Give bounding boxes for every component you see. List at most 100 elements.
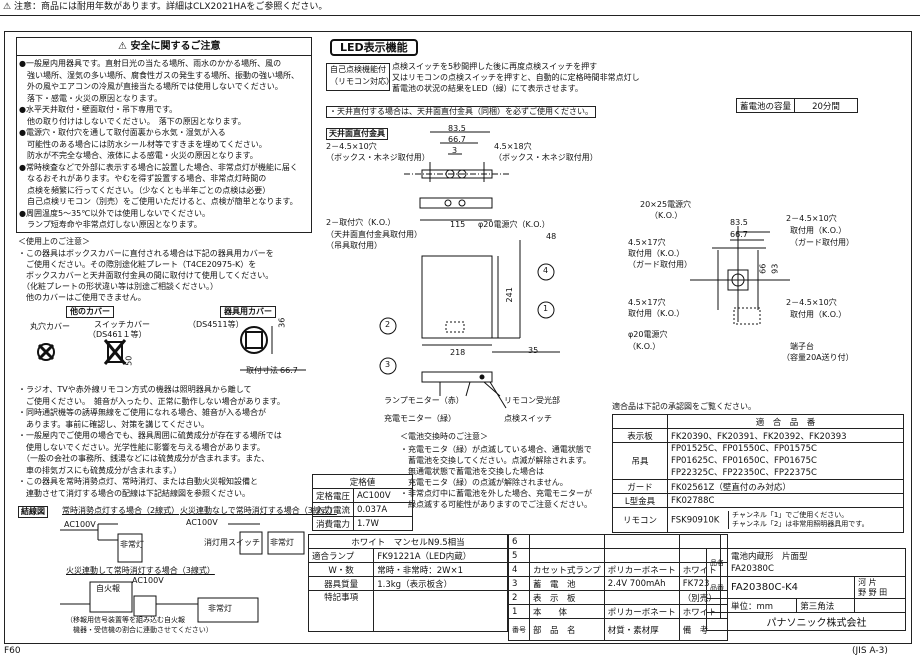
approval-3: 片: [868, 577, 877, 587]
remote-receiver-label: リモコン受光部: [504, 396, 560, 405]
parts-header-material: 材質・素材厚: [603, 618, 680, 641]
parts-cell: 3: [508, 576, 530, 591]
approval-4: 野: [868, 587, 877, 597]
header-rule: [0, 15, 920, 16]
self-test-line2: （リモコン対応）: [330, 77, 394, 86]
parts-row: 5: [508, 548, 728, 563]
text-line: 充電モニタ（緑）の点滅が解除されません。: [400, 478, 568, 487]
text-line: ●一般屋内用器具です。直射日光の当たる場所、雨水のかかる場所、風の: [19, 59, 282, 68]
wiring-diagram-3: [60, 581, 259, 623]
text-line: ●常時検査などで外部に表示する場合に設置した場合、非常点灯が機能に届く: [19, 162, 298, 172]
wiring-1-title: 常時消勢点灯する場合（2線式）: [62, 506, 180, 515]
compat-label: リモコン: [612, 507, 668, 533]
header-notice-text: 注意：商品には耐用年数があります。詳細はCLX2021HAをご参照ください。: [13, 2, 328, 12]
text-line: ・一般屋内でご使用の場合でも、器具周囲に硫黄成分が存在する場所では: [18, 431, 282, 440]
rd-hole-3: 4.5×17穴: [628, 238, 666, 247]
text-line: ●電源穴・取付穴を通して取付面裏から水気・湿気が入る: [19, 128, 226, 137]
text-line: ●水平天井取付・壁面取付・吊下専用です。: [19, 105, 178, 114]
radio-notes: ・ラジオ、TVや赤外線リモコン方式の機器は照明器具から離して ご使用ください。 …: [18, 384, 285, 499]
text-line: ・同時通訳機等の誘導無線をご使用になれる場合、雑音が入る場合が: [18, 408, 266, 417]
frame-bottom: [4, 643, 912, 644]
charge-notes-title: ＜電池交換時のご注意＞: [400, 432, 488, 441]
power-hole-label: φ20電源穴（K.O.）: [478, 220, 550, 229]
ac100v-3: AC100V: [132, 576, 164, 585]
mount-bracket-label: 天井面直付金具: [326, 128, 388, 140]
dim-48: 48: [546, 232, 557, 241]
text-line: 蓄電池を交換してください。点滅が解除されます。: [400, 456, 591, 465]
rating-value: 1.7W: [353, 516, 414, 531]
battery-cap-label: 蓄電池の容量: [735, 98, 796, 113]
compat-row: リモコン FSK90910K チャンネル「1」でご使用ください。チャンネル「2」…: [612, 507, 904, 533]
remote-model: FSK90910K: [671, 515, 720, 526]
switch-cover-label: スイッチカバー: [94, 320, 150, 329]
hole-label-1b: （ボックス・木ネジ取付用）: [326, 153, 430, 162]
model-label: 品番: [706, 576, 728, 599]
compat-label: 表示板: [612, 428, 668, 443]
text-line: 強い場所、湿気の多い場所、腐食性ガスの発生する場所、振動の強い場所、: [19, 70, 299, 80]
led-desc-1: 点検スイッチを5秒間押した後に再度点検スイッチを押す: [392, 62, 598, 71]
remote-note-2: チャンネル「2」は非常用照明器具用です。: [732, 520, 869, 528]
lamp-label: 適合ランプ: [307, 548, 375, 563]
parts-header-name: 部 品 名: [529, 618, 605, 641]
fixture-cover-model: （DS4511等）: [188, 320, 244, 329]
hole-label-2b: （ボックス・木ネジ取付用）: [494, 153, 598, 162]
rd-hole-3b: 取付用（K.O.）: [628, 249, 685, 258]
text-line: ・この器具はボックスカバーに直付される場合は下記の器具用カバーを: [18, 249, 274, 258]
compat-label: L型金具: [612, 493, 668, 508]
signal-note-2: 機器・受信機の割合に連動させてください）: [66, 626, 213, 634]
text-line: 使用しないでください。光学性能に影響を与える場合があります。: [18, 442, 265, 452]
parts-cell: [603, 590, 680, 605]
notes-label: 特記事項: [307, 590, 375, 632]
test-switch-label: 点検スイッチ: [504, 414, 552, 423]
safety-box: [16, 37, 312, 233]
fixture-cover-label: 器具用カバー: [220, 306, 276, 318]
battery-cap-value: 20分間: [794, 98, 859, 113]
text-line: あります。事前に確認し、対策を講じてください。: [18, 419, 209, 429]
text-line: ●周囲温度5～35℃以外では使用しないでください。: [19, 208, 210, 218]
rd-hole-5: 2－4.5×10穴: [786, 298, 837, 307]
text-line: 防水が不完全な場合、液体による感電・火災の原因となります。: [19, 151, 258, 160]
dim-218: 218: [450, 348, 466, 357]
round-cover-icon: [37, 343, 55, 361]
wiring-fixture-2: 非常灯: [270, 538, 294, 547]
text-line: ・この器具を常時消勢点灯、常時消灯、または自動火災報知設備と: [18, 477, 258, 486]
rd-hole-6b: （K.O.）: [628, 342, 661, 351]
dim-115: 115: [450, 220, 466, 229]
dim-66-7: 66.7: [448, 135, 466, 144]
dim-35: 35: [528, 346, 539, 355]
rd-hole-4: 4.5×17穴: [628, 298, 666, 307]
projection: 第三角法: [796, 598, 856, 613]
wiring-label: 結線図: [18, 506, 48, 518]
led-title: LED表示機能: [330, 39, 418, 57]
wiring-2-title: 火災連動なしで常時消灯する場合（3線式）: [180, 506, 337, 515]
lamp-value: FK91221A（LED内蔵）: [373, 548, 508, 563]
callout-4: 4: [543, 266, 549, 275]
approvals: 河 片野 野 田: [854, 576, 906, 599]
plan-view-drawing: [690, 226, 790, 325]
parts-cell: 表 示 板: [529, 590, 605, 605]
name-label: 品名: [706, 548, 728, 577]
rating-label: 消費電力: [311, 516, 355, 531]
rd-hole-5b: 取付用（K.O.）: [790, 310, 847, 319]
parts-cell: [529, 548, 605, 563]
signal-note-1: （移報用信号装置等を組み込む自火報: [66, 616, 185, 624]
led-desc-3: 蓄電池の状況の結果をLED（緑）にて表示させます。: [392, 84, 583, 93]
text-line: 他の取り付けはしないでください。 落下の原因となります。: [19, 116, 246, 126]
parts-cell: 4: [508, 562, 530, 577]
rating-label: 定格電圧: [311, 488, 355, 503]
rd-dim-83-5: 83.5: [730, 218, 748, 227]
text-line: 車の排気ガスにも硫黄成分が含まれます。）: [18, 465, 182, 475]
approval-5: 田: [879, 587, 888, 597]
rd-hole-2b: 取付用（K.O.）: [790, 226, 847, 235]
text-line: 落下・感電・火災の原因となります。: [19, 93, 162, 103]
parts-cell: [529, 534, 605, 549]
approval-2: 野: [858, 587, 867, 597]
hole-label-3b: （天井面直付金具取付用）: [326, 230, 422, 239]
